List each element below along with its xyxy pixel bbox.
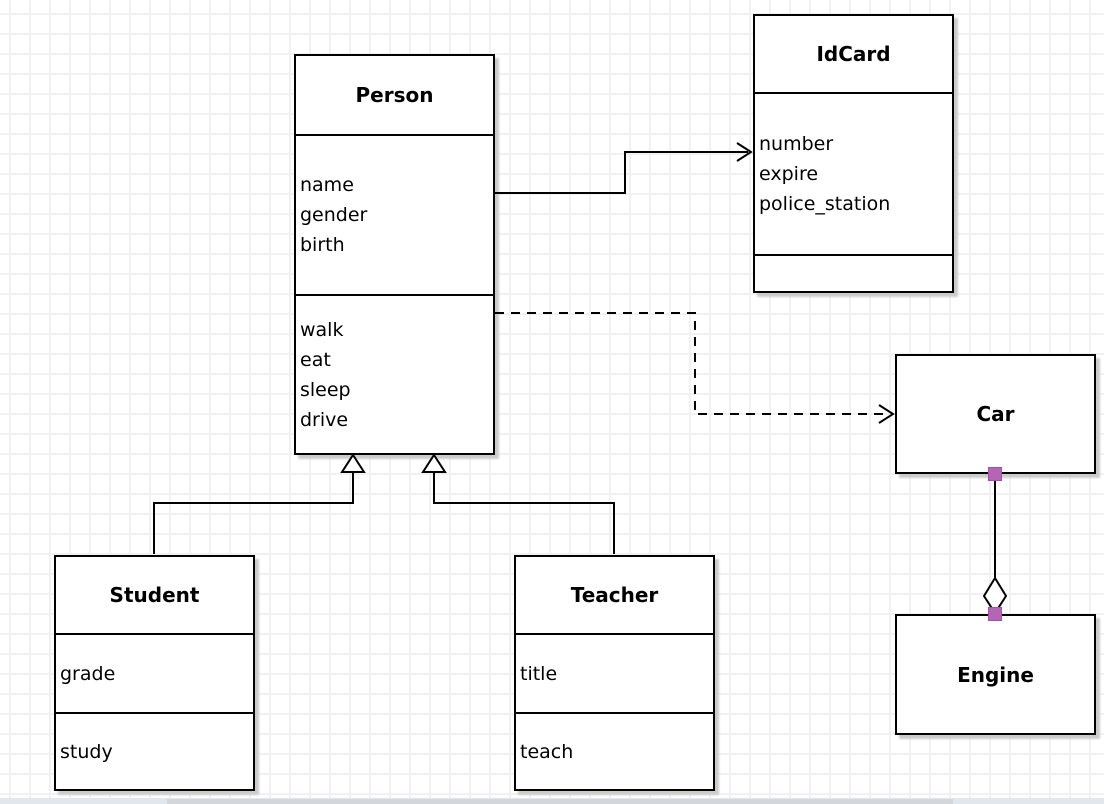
method: eat bbox=[300, 348, 331, 371]
class-person-attributes: name gender birth bbox=[296, 134, 493, 294]
class-engine-title: Engine bbox=[957, 662, 1034, 687]
class-student-title: Student bbox=[109, 583, 200, 607]
class-teacher-methods: teach bbox=[516, 712, 713, 789]
hollow-triangle-student-icon bbox=[340, 453, 366, 473]
class-idcard-attributes: number expire police_station bbox=[755, 92, 952, 254]
class-student[interactable]: Student grade study bbox=[54, 555, 255, 791]
attribute: birth bbox=[300, 234, 345, 256]
class-student-methods: study bbox=[56, 712, 253, 789]
attribute: expire bbox=[759, 163, 819, 185]
class-car[interactable]: Car bbox=[895, 354, 1096, 474]
aggregation-diamond-icon bbox=[982, 576, 1008, 615]
class-person-title: Person bbox=[355, 83, 434, 107]
edge-teacher-person[interactable] bbox=[433, 472, 615, 554]
class-car-title: Car bbox=[976, 402, 1015, 426]
method: drive bbox=[300, 408, 349, 431]
open-arrowhead-car-icon bbox=[878, 404, 895, 424]
class-teacher[interactable]: Teacher title teach bbox=[514, 555, 715, 791]
attribute: title bbox=[520, 662, 558, 685]
method: sleep bbox=[300, 378, 351, 401]
attribute: name bbox=[300, 174, 354, 196]
class-engine[interactable]: Engine bbox=[895, 614, 1096, 735]
attribute: grade bbox=[60, 662, 116, 685]
class-person[interactable]: Person name gender birth walk eat sleep … bbox=[294, 54, 495, 455]
attribute: number bbox=[759, 133, 834, 155]
horizontal-scrollbar[interactable] bbox=[167, 799, 953, 804]
class-teacher-title: Teacher bbox=[570, 583, 659, 607]
class-person-methods: walk eat sleep drive bbox=[296, 294, 493, 453]
attribute: gender bbox=[300, 204, 368, 226]
class-student-attributes: grade bbox=[56, 633, 253, 712]
hollow-triangle-teacher-icon bbox=[421, 453, 447, 473]
class-idcard[interactable]: IdCard number expire police_station bbox=[753, 14, 954, 293]
attribute: police_station bbox=[759, 193, 891, 215]
class-idcard-methods-empty bbox=[755, 254, 952, 291]
class-teacher-attributes: title bbox=[516, 633, 713, 712]
edge-person-idcard[interactable] bbox=[495, 151, 748, 194]
method: walk bbox=[300, 318, 344, 341]
method: study bbox=[60, 740, 113, 763]
edge-person-car[interactable] bbox=[495, 312, 888, 415]
open-arrowhead-idcard-icon bbox=[736, 142, 753, 162]
edge-student-person[interactable] bbox=[153, 472, 354, 554]
class-idcard-title: IdCard bbox=[816, 42, 891, 66]
method: teach bbox=[520, 740, 574, 763]
